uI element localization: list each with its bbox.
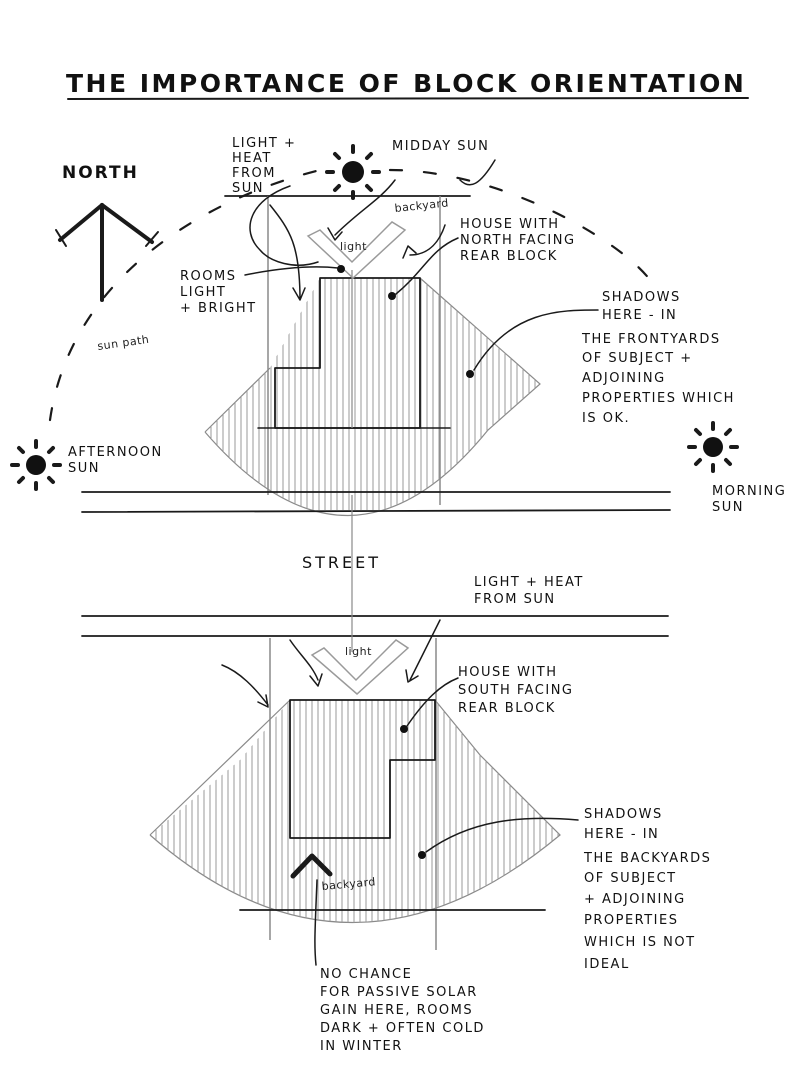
bottom-shadow-note-line3: THE BACKYARDS	[583, 851, 711, 866]
bottom-shadow-outline	[149, 699, 561, 923]
bottom-shadow-note-line5: + ADJOINING	[584, 892, 686, 907]
top-block: light backyard LIGHT + HEAT FROM SUN HOU…	[180, 136, 735, 517]
top-backyard-label: backyard	[394, 196, 449, 215]
top-rooms-marker	[337, 265, 345, 273]
top-rooms-note-line3: + BRIGHT	[180, 301, 257, 316]
top-light-label: light	[340, 240, 367, 253]
top-shadow-outline	[204, 277, 541, 517]
afternoon-label: AFTERNOON	[68, 445, 163, 460]
street-label: STREET	[302, 553, 381, 572]
title: THE IMPORTANCE OF BLOCK ORIENTATION	[66, 69, 749, 100]
bottom-light-heat-line1: LIGHT + HEAT	[474, 575, 584, 590]
top-shadow-note-line2: HERE - IN	[602, 308, 677, 323]
midday-sun-icon	[325, 144, 381, 200]
bottom-shadow-note-line4: OF SUBJECT	[584, 871, 677, 886]
top-shadow-note-line1: SHADOWS	[602, 290, 681, 305]
top-shadow-note-line3: THE FRONTYARDS	[581, 332, 721, 347]
afternoon-sun-icon	[10, 439, 62, 491]
bottom-shadow-hatching	[150, 700, 559, 923]
top-shadow-note-line4: OF SUBJECT +	[582, 351, 693, 366]
morning-sun-label: SUN	[712, 500, 744, 515]
bottom-backyard-label: backyard	[321, 875, 376, 893]
afternoon-sun-label: SUN	[68, 461, 100, 476]
top-light-heat-line1: LIGHT +	[232, 136, 296, 151]
midday-sun-label: MIDDAY SUN	[392, 139, 489, 154]
bottom-light-heat-line2: FROM SUN	[474, 592, 556, 607]
top-house-note-line2: NORTH FACING	[460, 233, 576, 248]
bottom-shadow-note-line1: SHADOWS	[584, 807, 663, 822]
top-house-marker	[388, 292, 396, 300]
bottom-light-chevron-icon	[310, 639, 410, 696]
top-rooms-note-line1: ROOMS	[180, 269, 236, 284]
top-house-footprint	[274, 277, 421, 429]
top-light-heat-line2: HEAT	[232, 151, 272, 166]
north-compass: NORTH	[55, 163, 159, 302]
bottom-shadow-note-line6: PROPERTIES	[584, 913, 679, 928]
street: STREET	[81, 491, 671, 652]
top-shadow-note-line7: IS OK.	[582, 411, 630, 426]
page-title: THE IMPORTANCE OF BLOCK ORIENTATION	[66, 69, 746, 98]
bottom-house-note-line3: REAR BLOCK	[458, 701, 556, 716]
bottom-solar-note-line3: GAIN HERE, ROOMS	[320, 1003, 473, 1018]
bottom-house-note-line1: HOUSE WITH	[458, 665, 558, 680]
top-light-chevron-icon	[306, 221, 407, 280]
bottom-shadow-marker	[418, 851, 426, 859]
bottom-solar-note-line4: DARK + OFTEN COLD	[320, 1021, 485, 1036]
top-house-note-line3: REAR BLOCK	[460, 249, 558, 264]
bottom-shadow-note-line8: IDEAL	[584, 957, 630, 972]
bottom-solar-note-line2: FOR PASSIVE SOLAR	[320, 985, 478, 1000]
bottom-house-note-line2: SOUTH FACING	[458, 683, 574, 698]
bottom-shadow-note-line2: HERE - IN	[584, 827, 659, 842]
bottom-block: light backyard LIGHT + HEAT FROM SUN HOU…	[149, 575, 711, 1054]
sun-path-arc	[48, 168, 652, 422]
morning-sun-icon	[687, 421, 739, 473]
bottom-solar-note-line1: NO CHANCE	[320, 967, 412, 982]
top-shadow-note-line5: ADJOINING	[582, 371, 666, 386]
top-rooms-note-line2: LIGHT	[180, 285, 226, 300]
north-label: NORTH	[62, 163, 139, 183]
bottom-house-marker	[400, 725, 408, 733]
bottom-solar-note-line5: IN WINTER	[320, 1039, 403, 1054]
north-arrow-icon	[55, 203, 159, 302]
top-light-heat-line3: FROM	[232, 166, 276, 181]
top-shadow-marker	[466, 370, 474, 378]
sun-path-label: sun path	[97, 333, 150, 353]
bottom-house-footprint	[289, 699, 436, 839]
bottom-shadow-note-line7: WHICH IS NOT	[584, 935, 696, 950]
title-underline	[67, 97, 749, 100]
top-shadow-note-line6: PROPERTIES WHICH	[582, 391, 735, 406]
bottom-light-label: light	[345, 645, 372, 658]
bottom-backyard-arrow-icon	[290, 853, 333, 879]
morning-label: MORNING	[712, 484, 786, 499]
top-house-note-line1: HOUSE WITH	[460, 217, 560, 232]
top-light-heat-line4: SUN	[232, 181, 264, 196]
